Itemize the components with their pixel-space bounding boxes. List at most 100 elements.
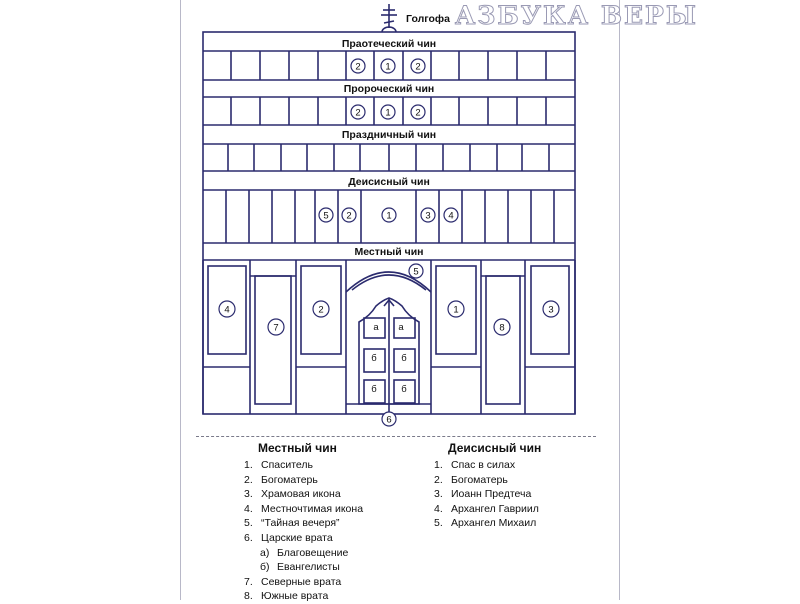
legend-item: а) Благовещение — [244, 546, 363, 561]
marker-mestny-1: 1 — [447, 300, 465, 318]
marker-deisus-1: 1 — [381, 207, 397, 223]
iconostasis-diagram: Голгофа Праотеческий чин Пророческий чин… — [202, 4, 576, 427]
legend-item-text: “Тайная вечеря” — [261, 517, 340, 530]
legend-mestny-title: Местный чин — [258, 441, 337, 455]
svg-text:а: а — [398, 322, 404, 333]
legend-item-number: 2. — [244, 473, 253, 486]
marker-deisus-3: 3 — [420, 207, 436, 223]
legend-item-text: Северные врата — [261, 575, 342, 588]
legend-item: 4.Архангел Гавриил — [434, 502, 541, 517]
marker-deisus-4: 4 — [443, 207, 459, 223]
cross-label: Голгофа — [406, 13, 450, 25]
legend-item-text: Царские врата — [261, 531, 333, 544]
svg-text:3: 3 — [425, 211, 430, 222]
svg-text:3: 3 — [548, 305, 553, 316]
marker-proroch-1: 1 — [380, 104, 396, 120]
svg-text:6: 6 — [386, 415, 391, 426]
svg-text:2: 2 — [318, 305, 323, 316]
icon-frame — [300, 265, 342, 355]
legend-item-text: Спаситель — [261, 459, 314, 471]
marker-mestny-8: 8 — [493, 318, 511, 336]
legend-item: 2.Богоматерь — [244, 473, 363, 488]
svg-text:2: 2 — [355, 62, 360, 73]
legend-item-number: 4. — [244, 502, 253, 515]
north-door-frame — [254, 275, 292, 405]
legend-item-number: 3. — [244, 488, 253, 501]
watermark-logo: АЗБУКА ВЕРЫ — [455, 1, 698, 31]
legend-item-text: Храмовая икона — [261, 488, 341, 501]
legend-item: 3. Иоанн Предтеча — [434, 487, 541, 502]
royal-arch — [351, 274, 427, 291]
marker-door-b-right-bottom: б — [401, 384, 407, 395]
icon-frame — [530, 265, 570, 355]
svg-text:4: 4 — [448, 211, 453, 222]
svg-text:1: 1 — [385, 62, 390, 73]
svg-text:б: б — [371, 353, 377, 364]
icon-frame — [435, 265, 477, 355]
legend-item: 8.Южные врата — [244, 589, 363, 604]
marker-door-a-left: а — [373, 322, 379, 333]
marker-praotech-2-right: 2 — [410, 58, 426, 74]
marker-mestny-5: 5 — [408, 263, 424, 279]
legend-item-text: Спас в силах — [451, 459, 516, 471]
svg-text:7: 7 — [273, 323, 278, 334]
royal-door-top — [383, 298, 395, 307]
svg-text:б: б — [401, 353, 407, 364]
legend-item: 5. “Тайная вечеря” — [244, 516, 363, 531]
legend-item-number: 5. — [244, 517, 253, 530]
page-frame — [180, 0, 620, 600]
legend-item-number: 3. — [434, 488, 443, 501]
legend-item: 6.Царские врата — [244, 531, 363, 546]
marker-praotech-1: 1 — [380, 58, 396, 74]
marker-deisus-2: 2 — [341, 207, 357, 223]
legend-item-text: Благовещение — [277, 546, 349, 559]
royal-door-panel — [363, 348, 386, 373]
legend-item: 2.Богоматерь — [434, 473, 541, 488]
legend-item-text: Архангел Михаил — [451, 517, 537, 530]
royal-door-panel — [393, 379, 416, 404]
marker-mestny-7: 7 — [267, 318, 285, 336]
svg-text:2: 2 — [415, 62, 420, 73]
marker-door-b-left-bottom: б — [371, 384, 377, 395]
svg-text:4: 4 — [224, 305, 229, 316]
royal-door-panel — [363, 379, 386, 404]
cross-icon — [383, 20, 395, 24]
legend-item-number: 2. — [434, 473, 443, 486]
svg-text:1: 1 — [385, 108, 390, 119]
marker-mestny-4: 4 — [218, 300, 236, 318]
legend-item-text: Иоанн Предтеча — [451, 488, 532, 501]
tier-label-deisusny: Деисисный чин — [348, 176, 430, 188]
south-door-frame — [485, 275, 521, 405]
legend-item: 4. Местночтимая икона — [244, 502, 363, 517]
legend-item-text: Евангелисты — [277, 561, 340, 574]
marker-proroch-2-left: 2 — [350, 104, 366, 120]
legend-item-number: 7. — [244, 575, 253, 588]
legend-deisusny-title: Деисисный чин — [448, 441, 542, 455]
svg-text:5: 5 — [413, 267, 418, 278]
marker-door-b-right-top: б — [401, 353, 407, 364]
svg-text:8: 8 — [499, 323, 504, 334]
royal-door-panel — [393, 348, 416, 373]
marker-mestny-3: 3 — [542, 300, 560, 318]
legend-deisusny: Деисисный чин 1. Спас в силах 2.Богоматерь… — [434, 441, 541, 531]
cross-icon — [381, 26, 397, 33]
svg-text:2: 2 — [346, 211, 351, 222]
royal-arch — [345, 271, 432, 293]
legend-item-number: 1. — [434, 459, 443, 471]
marker-praotech-2-left: 2 — [350, 58, 366, 74]
section-divider — [196, 436, 596, 437]
legend-item: 3. Храмовая икона — [244, 487, 363, 502]
legend-item-number: а) — [260, 546, 270, 559]
icon-frame — [207, 265, 247, 355]
svg-text:2: 2 — [415, 108, 420, 119]
legend-item-text: Архангел Гавриил — [451, 502, 539, 515]
marker-proroch-2-right: 2 — [410, 104, 426, 120]
marker-mestny-2: 2 — [312, 300, 330, 318]
marker-door-b-left-top: б — [371, 353, 377, 364]
legend-item-text: Местночтимая икона — [261, 502, 364, 515]
legend-item: б)Евангелисты — [244, 560, 363, 575]
svg-text:б: б — [371, 384, 377, 395]
